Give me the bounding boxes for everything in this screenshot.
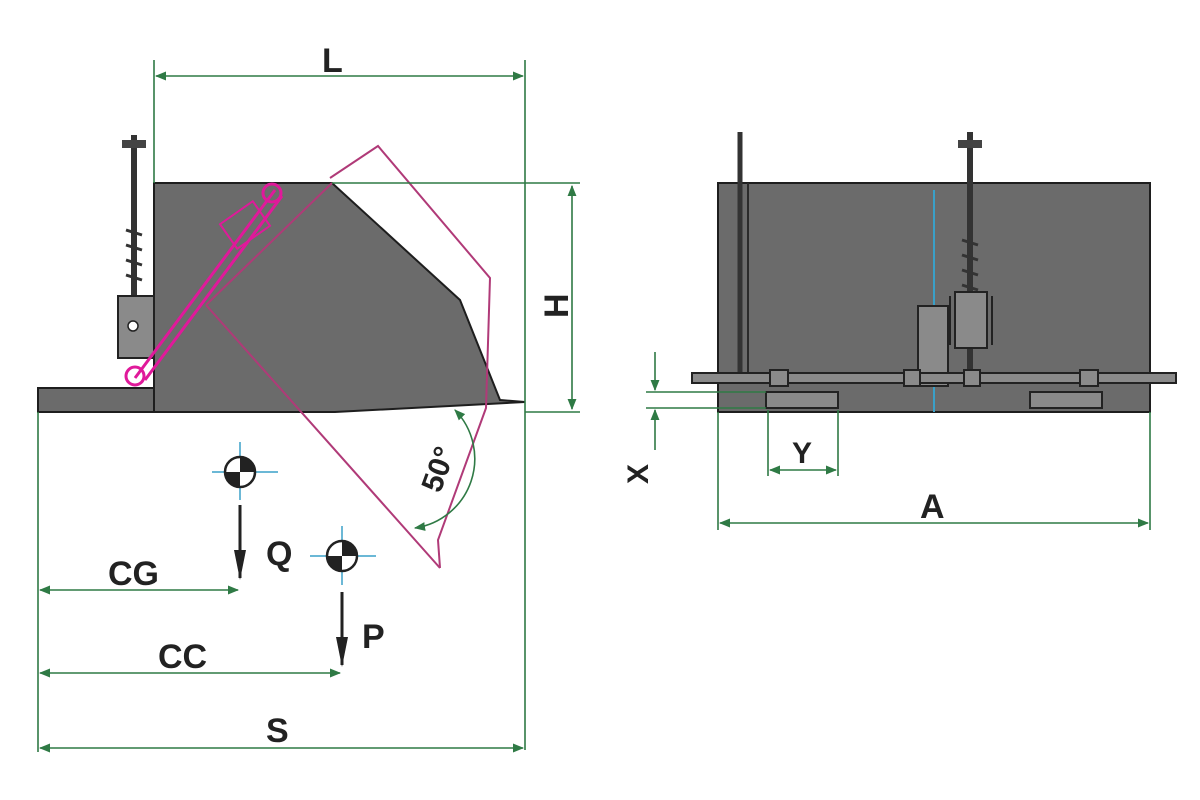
tilted-bucket-outline [329, 144, 492, 569]
tilt-cylinder [124, 182, 284, 387]
label-cg: CG [108, 555, 159, 593]
fork-bar [691, 372, 1177, 384]
label-h: H [538, 293, 576, 318]
label-a: A [920, 488, 945, 526]
label-angle: 50° [416, 442, 463, 496]
fork-pocket-left [765, 391, 839, 409]
front-view: X Y A [622, 132, 1177, 530]
dimension-x: X [622, 352, 766, 484]
fork-base-plate [37, 387, 155, 413]
dimension-cg: CG Q [37, 412, 292, 752]
dimension-y: Y [767, 410, 839, 476]
dimension-s: S [38, 712, 525, 753]
label-cc: CC [158, 638, 207, 676]
fork-pocket-right [1029, 391, 1103, 409]
label-l: L [322, 42, 343, 80]
dimension-h: H [332, 182, 580, 413]
dimension-cc: CC P [38, 618, 385, 678]
dimension-l: L [153, 42, 526, 750]
tilt-diagonal-edge [205, 304, 441, 569]
label-s: S [266, 712, 289, 750]
threaded-rod-front [949, 132, 993, 385]
label-p: P [362, 618, 385, 656]
threaded-rod-side [117, 135, 155, 359]
side-view: L H 50° CG Q CC P S [37, 42, 580, 753]
dimension-a: A [717, 412, 1151, 530]
label-y: Y [792, 437, 812, 470]
bucket-body [153, 182, 526, 413]
center-of-gravity-q-marker [212, 442, 278, 580]
label-x: X [622, 464, 655, 484]
label-q: Q [266, 535, 292, 573]
tilt-angle: 50° [413, 409, 476, 531]
load-center-p-marker [310, 526, 376, 667]
